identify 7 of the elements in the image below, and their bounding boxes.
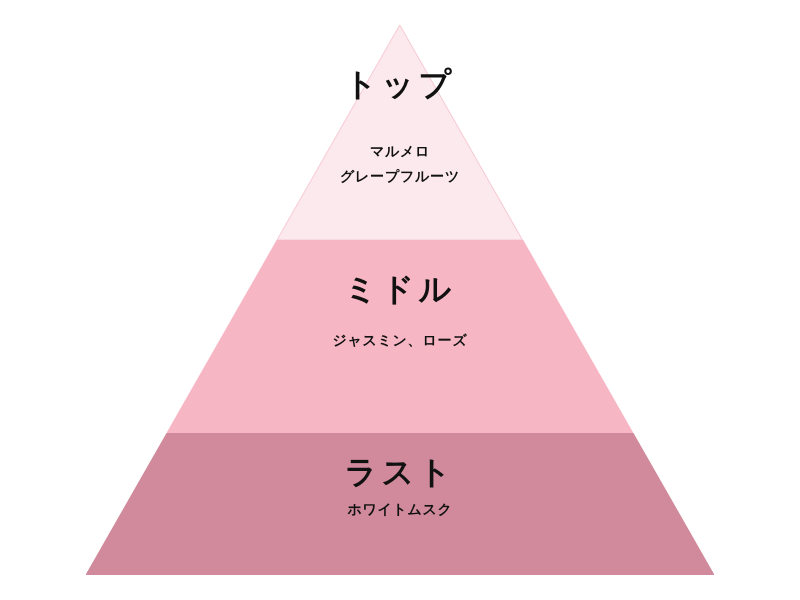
note-text: ホワイトムスク xyxy=(348,501,452,519)
note-text: ジャスミン、ローズ xyxy=(332,332,468,350)
tier-heading: トップ xyxy=(344,64,456,105)
note-text: マルメロ xyxy=(370,143,430,161)
tier-heading: ミドル xyxy=(344,269,456,310)
note-text: グレープフルーツ xyxy=(340,168,460,186)
tier-heading: ラスト xyxy=(344,452,456,493)
